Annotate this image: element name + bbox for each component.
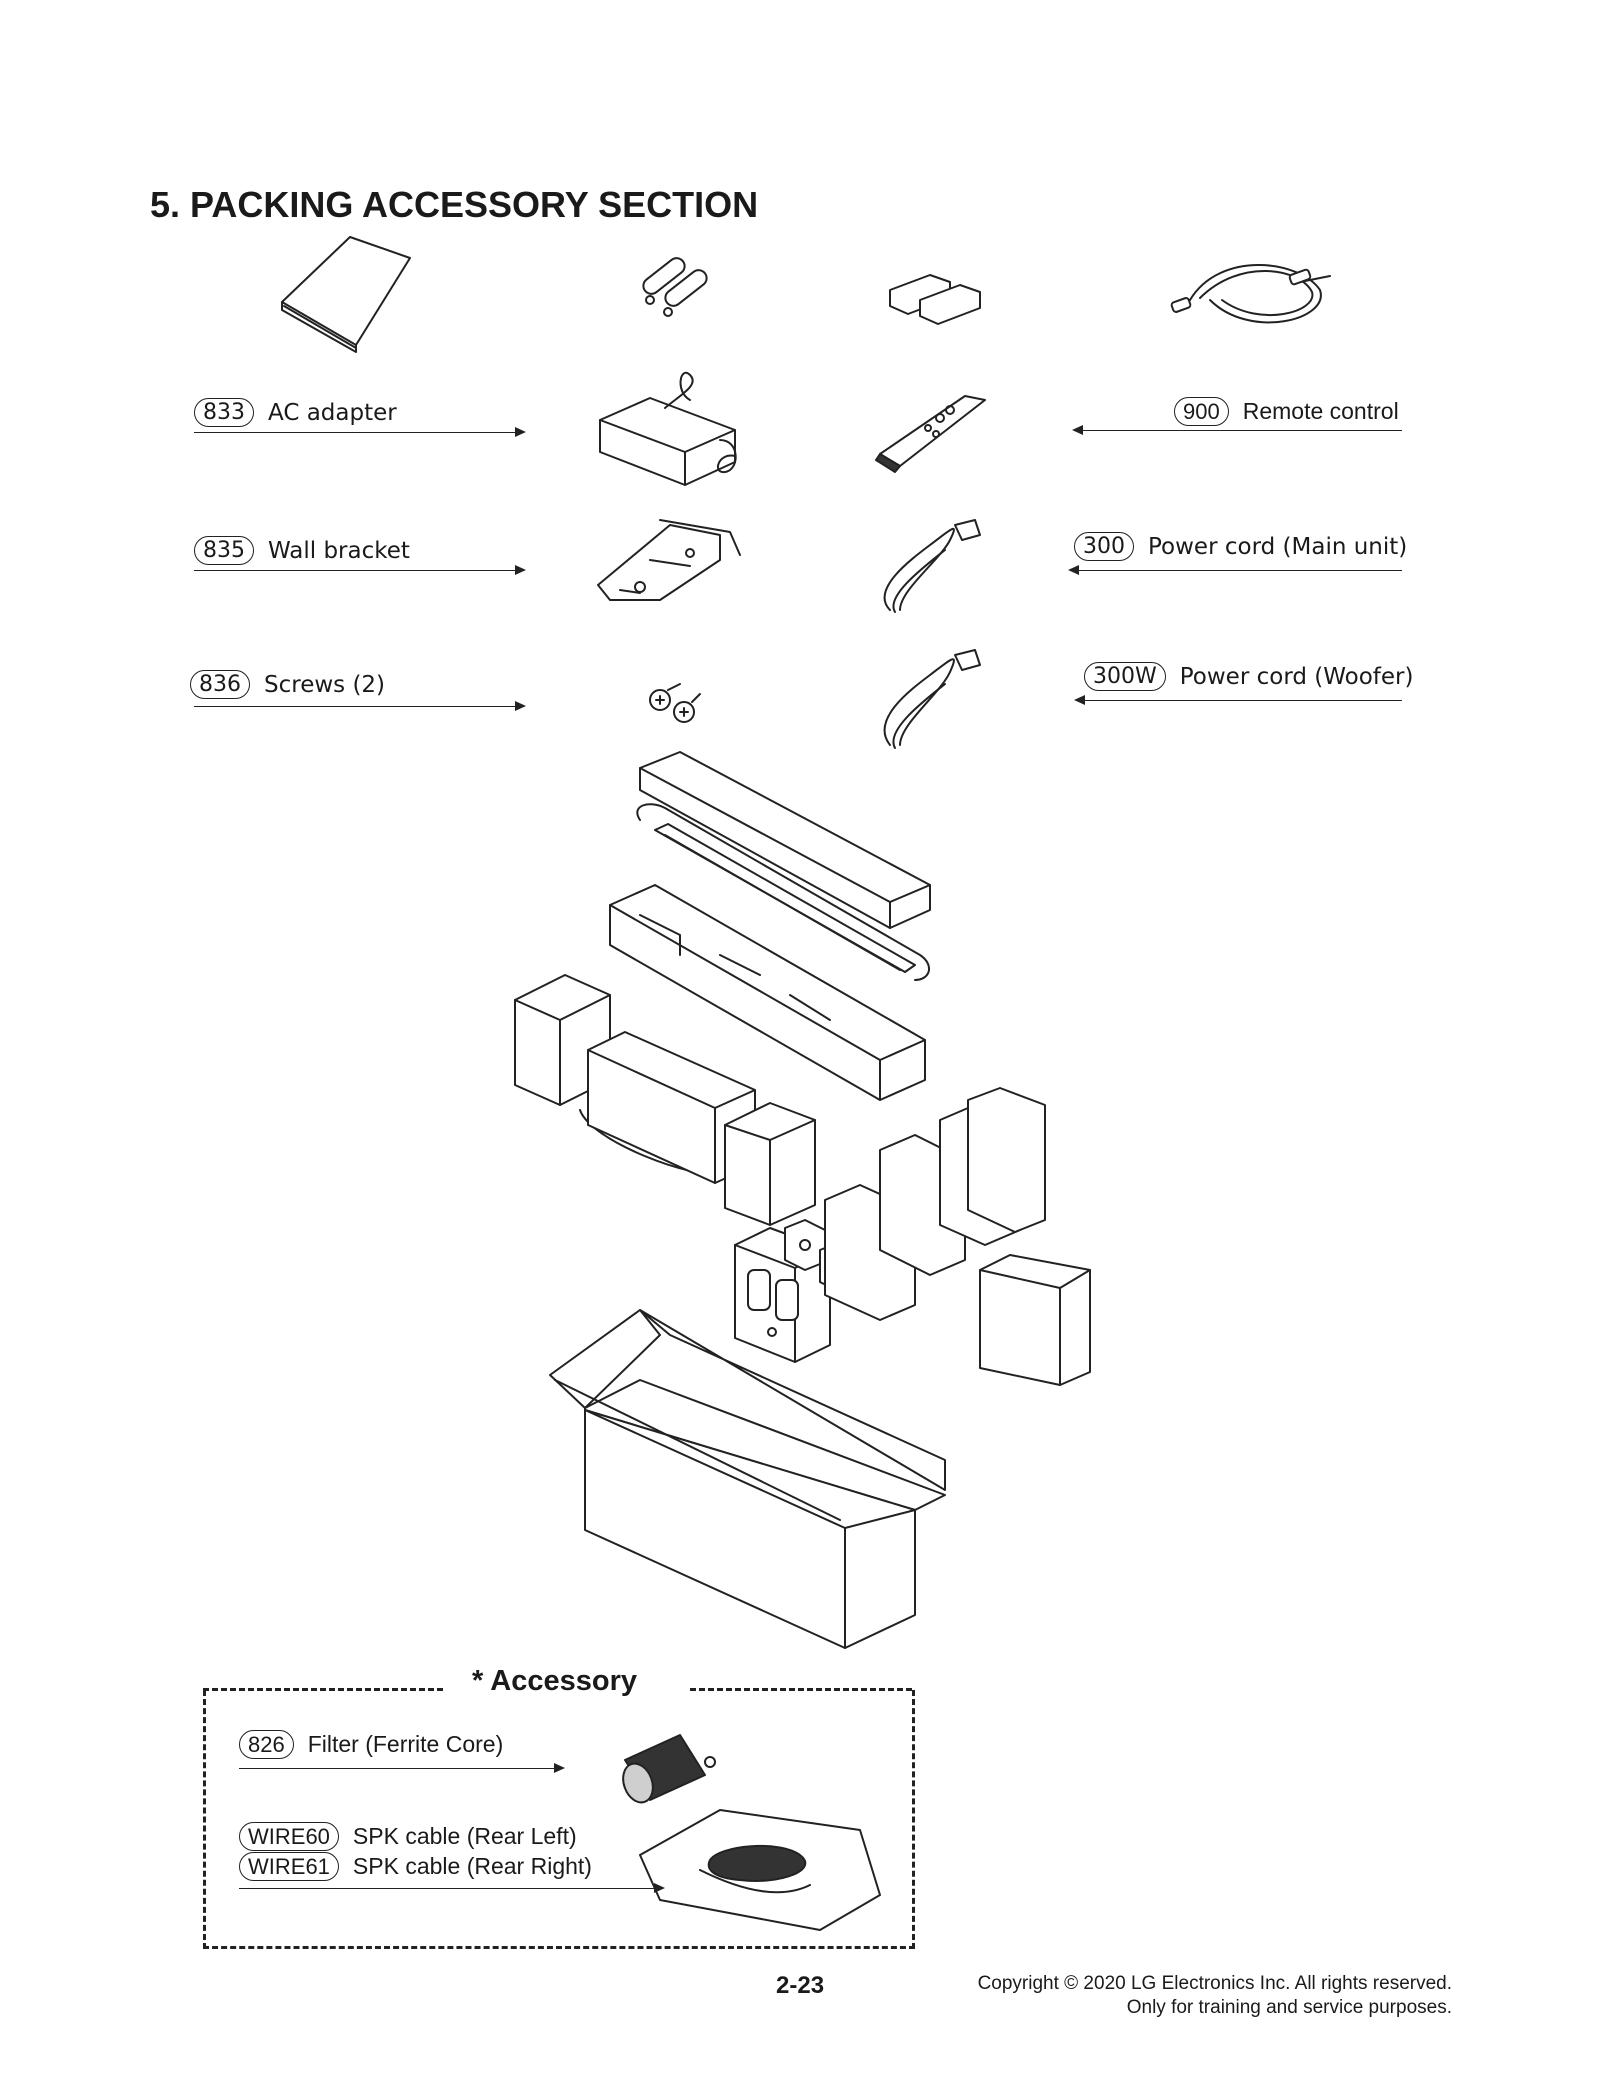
part-label: SPK cable (Rear Right) bbox=[352, 1853, 592, 1879]
copyright-line: Copyright © 2020 LG Electronics Inc. All… bbox=[977, 1973, 1452, 1994]
part-code: WIRE61 bbox=[239, 1852, 339, 1881]
part-label: Wall bracket bbox=[268, 537, 410, 564]
accessory-frame-top-right bbox=[690, 1688, 912, 1691]
accessory-heading: * Accessory bbox=[472, 1665, 637, 1697]
leader-arrow bbox=[1072, 425, 1402, 435]
wall-bracket-icon bbox=[597, 519, 741, 601]
power-cord-woofer-icon bbox=[883, 649, 981, 749]
callout-filter-ferrite-core: 826 Filter (Ferrite Core) bbox=[239, 1730, 503, 1759]
part-code: 826 bbox=[239, 1730, 294, 1759]
batteries-icon bbox=[642, 257, 708, 317]
remote-control-icon bbox=[875, 395, 986, 473]
callout-spk-cable-rear-left: WIRE60 SPK cable (Rear Left) bbox=[239, 1822, 577, 1851]
copyright-notice: Copyright © 2020 LG Electronics Inc. All… bbox=[978, 1972, 1452, 2020]
foam-blocks-icon bbox=[824, 1087, 1091, 1386]
leader-arrow bbox=[194, 701, 526, 711]
soundbar-icon bbox=[636, 803, 930, 981]
page-title: 5. PACKING ACCESSORY SECTION bbox=[150, 184, 759, 225]
part-label: AC adapter bbox=[268, 399, 397, 426]
optical-cable-icon bbox=[1170, 264, 1331, 324]
leader-arrow bbox=[239, 1763, 565, 1773]
part-label: Filter (Ferrite Core) bbox=[307, 1731, 504, 1757]
part-label: Power cord (Main unit) bbox=[1148, 533, 1408, 560]
callout-power-cord-main: 300 Power cord (Main unit) bbox=[1074, 532, 1407, 561]
part-code: 835 bbox=[194, 536, 254, 565]
accessory-frame bbox=[203, 1690, 915, 1949]
top-foam-icon bbox=[639, 751, 931, 929]
part-label: Remote control bbox=[1242, 398, 1399, 424]
leader-arrow bbox=[1068, 565, 1402, 575]
part-code: 833 bbox=[194, 398, 254, 427]
callout-power-cord-woofer: 300W Power cord (Woofer) bbox=[1084, 662, 1413, 691]
manual-icon bbox=[281, 236, 411, 353]
callout-remote-control: 900 Remote control bbox=[1174, 397, 1399, 426]
usage-note: Only for training and service purposes. bbox=[1126, 1997, 1452, 2018]
callout-wall-bracket: 835 Wall bracket bbox=[194, 536, 410, 565]
callout-screws: 836 Screws (2) bbox=[190, 670, 385, 699]
page-number: 2-23 bbox=[776, 1972, 825, 1999]
ferrite-core-icon bbox=[622, 1734, 716, 1804]
callout-ac-adapter: 833 AC adapter bbox=[194, 398, 397, 427]
part-label: Power cord (Woofer) bbox=[1179, 663, 1414, 690]
power-cord-main-icon bbox=[883, 519, 981, 613]
leader-arrow bbox=[194, 427, 526, 437]
speaker-cable-bag-icon bbox=[639, 1809, 881, 1931]
part-code: 300W bbox=[1084, 662, 1166, 691]
part-code: 836 bbox=[190, 670, 250, 699]
part-label: Screws (2) bbox=[264, 671, 386, 698]
leader-arrow bbox=[239, 1883, 665, 1893]
part-label: SPK cable (Rear Left) bbox=[352, 1823, 577, 1849]
rubber-feet-icon bbox=[889, 274, 981, 325]
ac-adapter-icon bbox=[599, 371, 737, 486]
part-code: 300 bbox=[1074, 532, 1134, 561]
screws-icon bbox=[649, 683, 701, 723]
callout-spk-cable-rear-right: WIRE61 SPK cable (Rear Right) bbox=[239, 1852, 592, 1881]
part-code: WIRE60 bbox=[239, 1822, 339, 1851]
tray-foam-icon bbox=[609, 884, 926, 1101]
leader-arrow bbox=[194, 565, 526, 575]
leader-arrow bbox=[1074, 695, 1402, 705]
woofer-foam-left-icon bbox=[514, 974, 611, 1106]
woofer-foam-right-icon bbox=[724, 1102, 816, 1226]
accessory-frame-top-left bbox=[203, 1688, 443, 1691]
carton-box-icon bbox=[549, 1309, 946, 1649]
part-code: 900 bbox=[1174, 397, 1229, 426]
